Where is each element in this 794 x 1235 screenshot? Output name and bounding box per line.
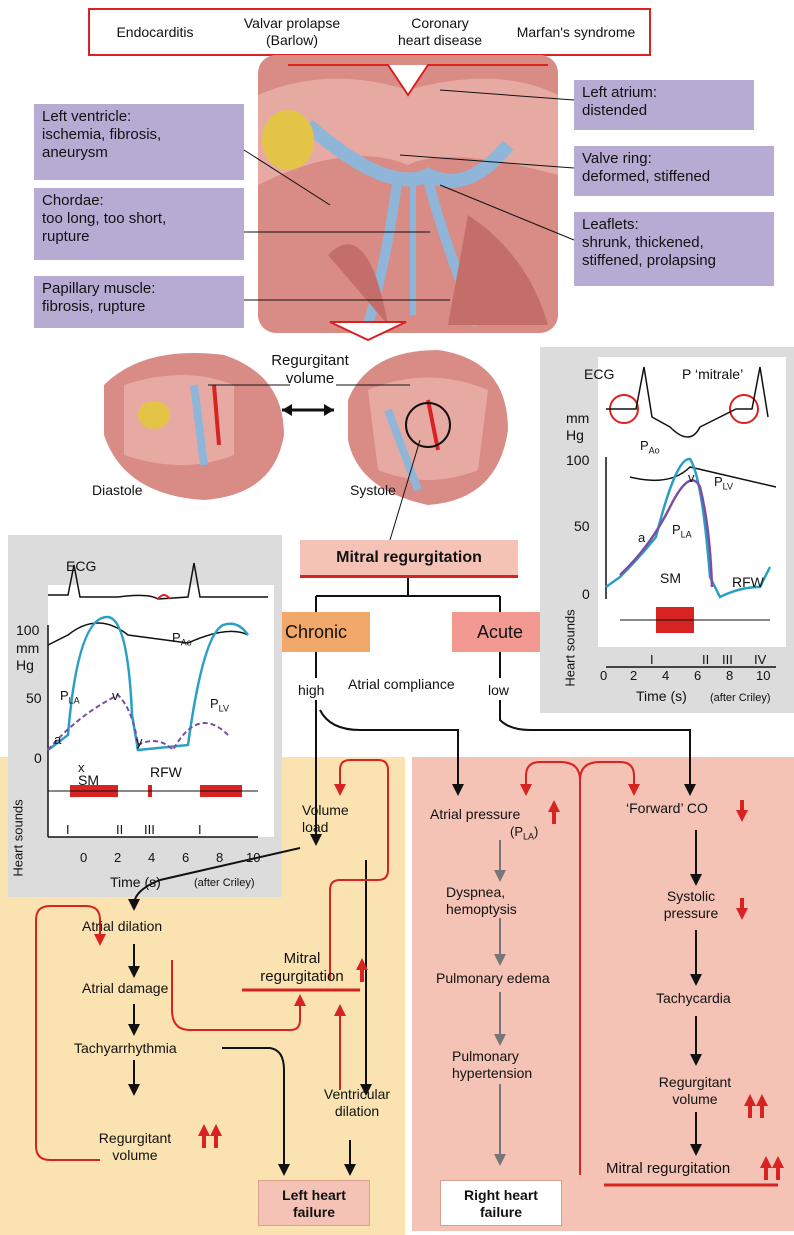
right-heart-failure-box: Right heart failure (440, 1180, 562, 1226)
dyspnea: Dyspnea, hemoptysis (446, 884, 517, 918)
systolic-pressure: Systolic pressure (648, 888, 734, 922)
acute-mitral-regurgitation: Mitral regurgitation (606, 1160, 730, 1177)
atrial-dilation: Atrial dilation (82, 918, 162, 935)
ventricular-dilation: Ventricular dilation (312, 1086, 402, 1120)
pulmonary-edema: Pulmonary edema (436, 970, 550, 987)
tachycardia: Tachycardia (656, 990, 731, 1007)
volume-load: Volume load (302, 802, 349, 836)
atrial-pressure-pla: (PLA) (510, 824, 538, 845)
acute-regurgitant-volume: Regurgitant volume (650, 1074, 740, 1108)
chronic-mitral-regurgitation: Mitral regurgitation (244, 950, 360, 986)
tachyarrhythmia: Tachyarrhythmia (74, 1040, 177, 1057)
atrial-pressure: Atrial pressure (430, 806, 520, 823)
chronic-regurgitant-volume: Regurgitant volume (80, 1130, 190, 1164)
left-heart-failure-box: Left heart failure (258, 1180, 370, 1226)
atrial-damage: Atrial damage (82, 980, 168, 997)
forward-co: ‘Forward’ CO (626, 800, 708, 817)
pulmonary-hypertension: Pulmonary hypertension (452, 1048, 532, 1082)
